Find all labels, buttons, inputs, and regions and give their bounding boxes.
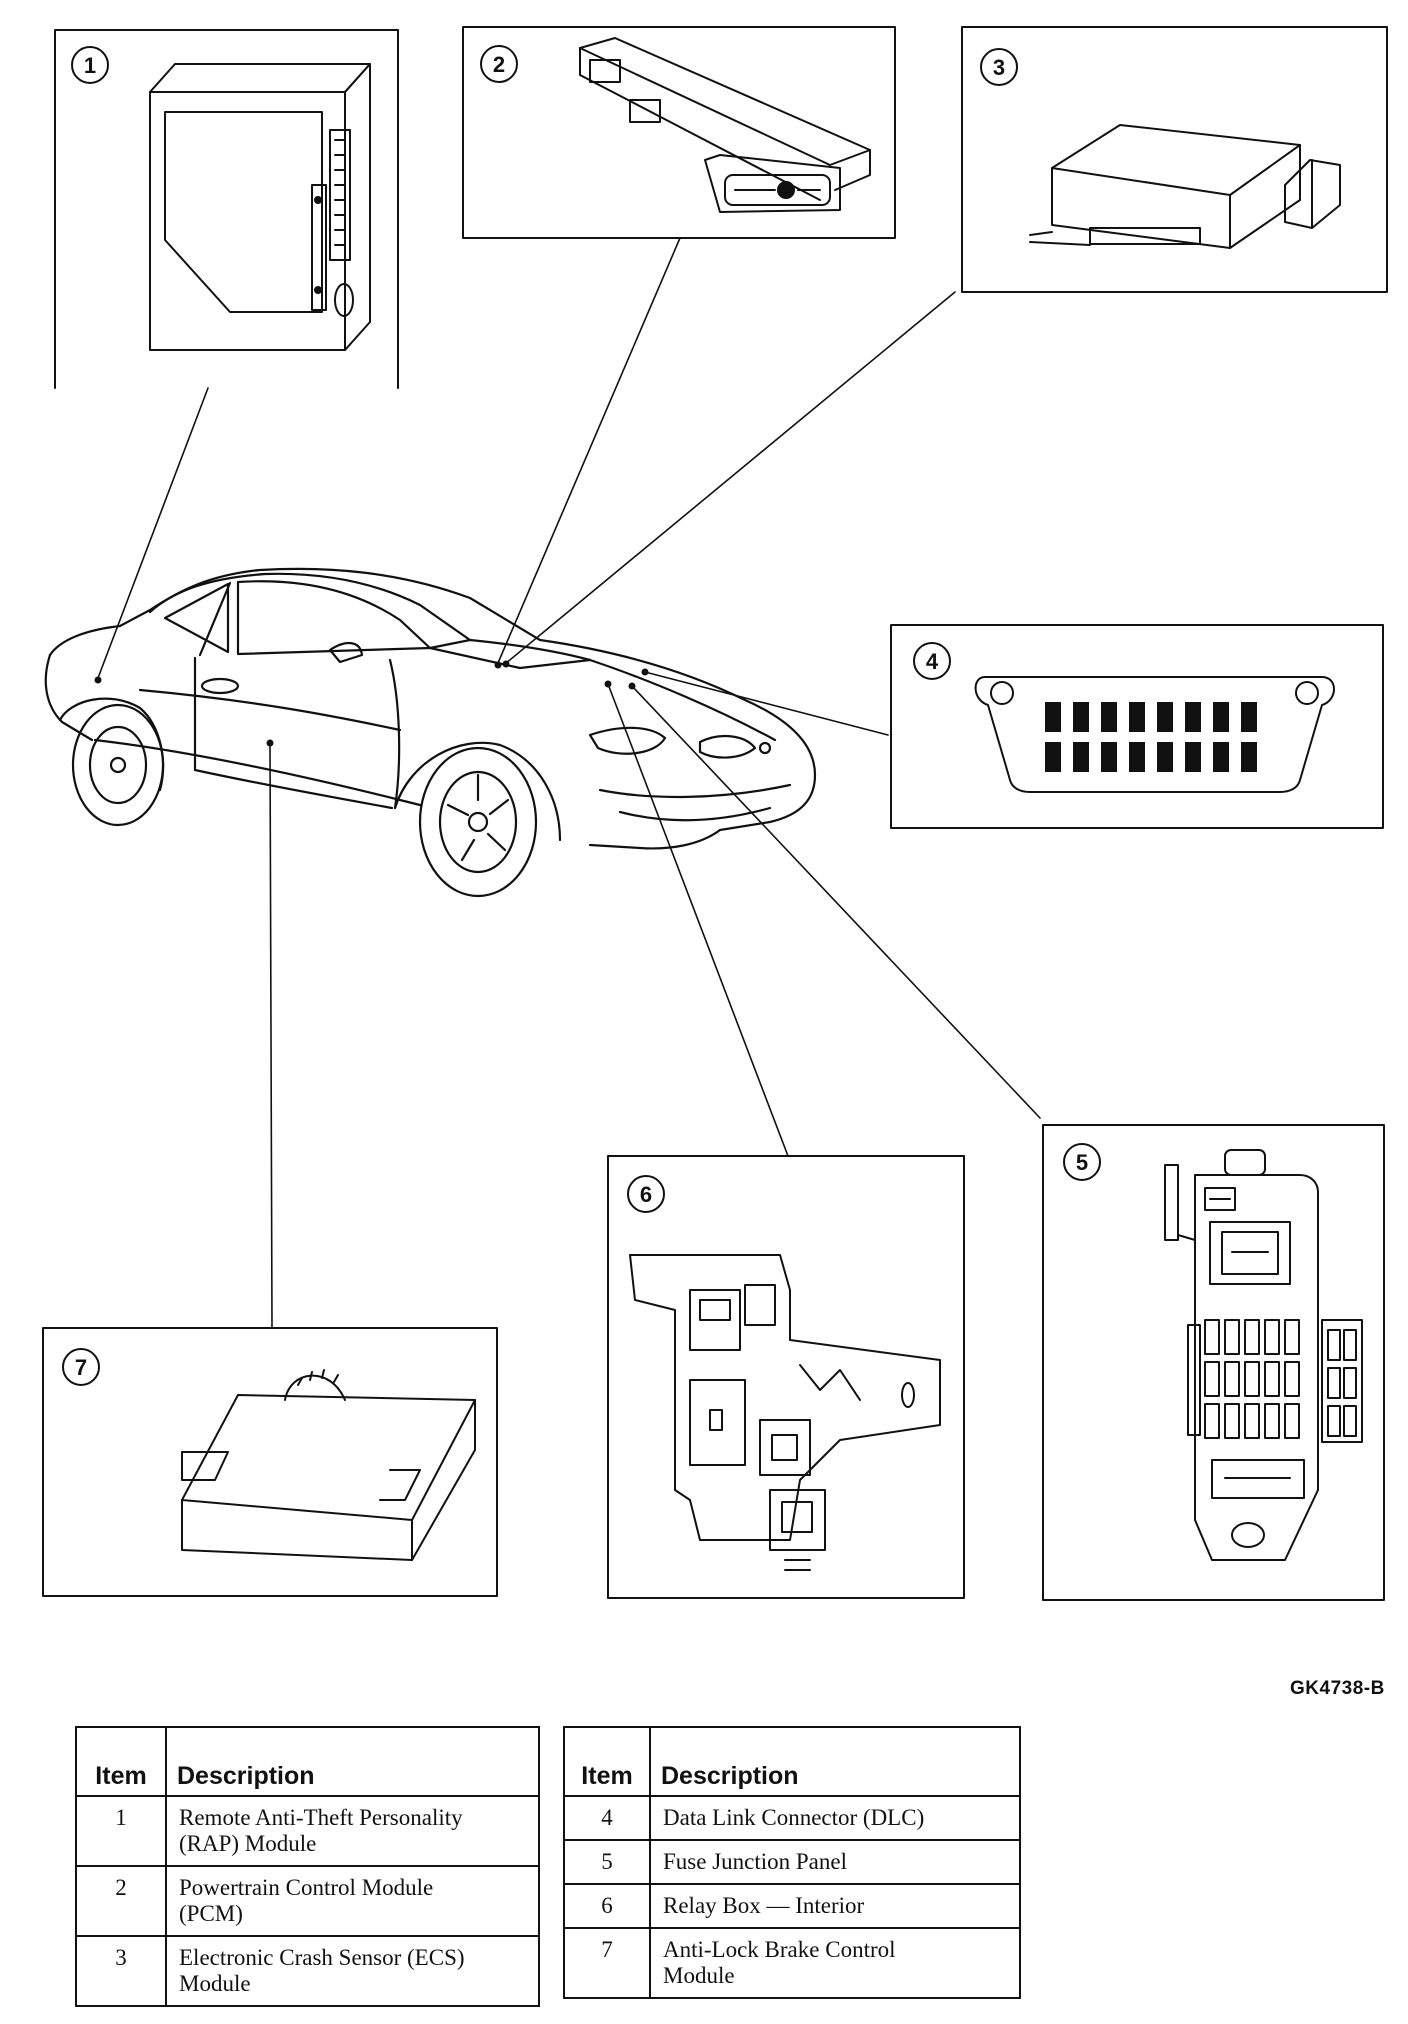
panel-7-abs-module: 7 xyxy=(42,1327,498,1597)
fuse-grid xyxy=(1187,1319,1363,1443)
item-column-header: Item xyxy=(75,1726,167,1797)
item-description: Data Link Connector (DLC) xyxy=(649,1795,1021,1841)
figure-reference-code: GK4738-B xyxy=(1290,1678,1385,1699)
item-description: Fuse Junction Panel xyxy=(649,1839,1021,1885)
item-description: Electronic Crash Sensor (ECS) Module xyxy=(165,1935,540,2007)
table-row: 1 Remote Anti-Theft Personality (RAP) Mo… xyxy=(75,1795,540,1867)
panel-4-dlc: 4 xyxy=(890,624,1384,829)
callout-5: 5 xyxy=(1076,1150,1088,1175)
callout-6: 6 xyxy=(640,1182,652,1207)
item-number: 1 xyxy=(75,1795,167,1867)
panel-3-ecs-module: 3 xyxy=(961,26,1388,293)
leader-lines xyxy=(97,237,1041,1329)
item-number: 3 xyxy=(75,1935,167,2007)
panel-5-fuse-junction-panel: 5 xyxy=(1042,1124,1385,1601)
table-row: 3 Electronic Crash Sensor (ECS) Module xyxy=(75,1935,540,2007)
item-column-header: Item xyxy=(563,1726,651,1797)
item-description: Remote Anti-Theft Personality (RAP) Modu… xyxy=(165,1795,540,1867)
component-location-diagram: 1 2 3 xyxy=(42,26,1388,1601)
legend-table-right: Item Description 4 Data Link Connector (… xyxy=(563,1726,1021,1999)
legend-header-row: Item Description xyxy=(75,1726,540,1797)
item-description: Powertrain Control Module (PCM) xyxy=(165,1865,540,1937)
callout-4: 4 xyxy=(926,649,939,674)
location-markers xyxy=(94,660,649,747)
legend-header-row: Item Description xyxy=(563,1726,1021,1797)
dlc-pins xyxy=(1045,702,1257,772)
item-number: 2 xyxy=(75,1865,167,1937)
item-description: Anti-Lock Brake Control Module xyxy=(649,1927,1021,1999)
table-row: 7 Anti-Lock Brake Control Module xyxy=(563,1927,1021,1999)
callout-7: 7 xyxy=(75,1355,87,1380)
car-illustration xyxy=(44,567,817,898)
panel-1-rap-module: 1 xyxy=(54,29,399,389)
description-column-header: Description xyxy=(165,1726,540,1797)
table-row: 5 Fuse Junction Panel xyxy=(563,1839,1021,1885)
table-row: 2 Powertrain Control Module (PCM) xyxy=(75,1865,540,1937)
callout-1: 1 xyxy=(84,53,96,78)
item-description: Relay Box — Interior xyxy=(649,1883,1021,1929)
callout-3: 3 xyxy=(993,55,1005,80)
item-number: 6 xyxy=(563,1883,651,1929)
item-number: 7 xyxy=(563,1927,651,1999)
item-number: 4 xyxy=(563,1795,651,1841)
table-row: 6 Relay Box — Interior xyxy=(563,1883,1021,1929)
table-row: 4 Data Link Connector (DLC) xyxy=(563,1795,1021,1841)
legend-table-left: Item Description 1 Remote Anti-Theft Per… xyxy=(75,1726,540,2007)
item-number: 5 xyxy=(563,1839,651,1885)
description-column-header: Description xyxy=(649,1726,1021,1797)
panel-2-pcm: 2 xyxy=(462,26,896,239)
panel-6-relay-box: 6 xyxy=(607,1155,965,1599)
callout-2: 2 xyxy=(493,52,505,77)
